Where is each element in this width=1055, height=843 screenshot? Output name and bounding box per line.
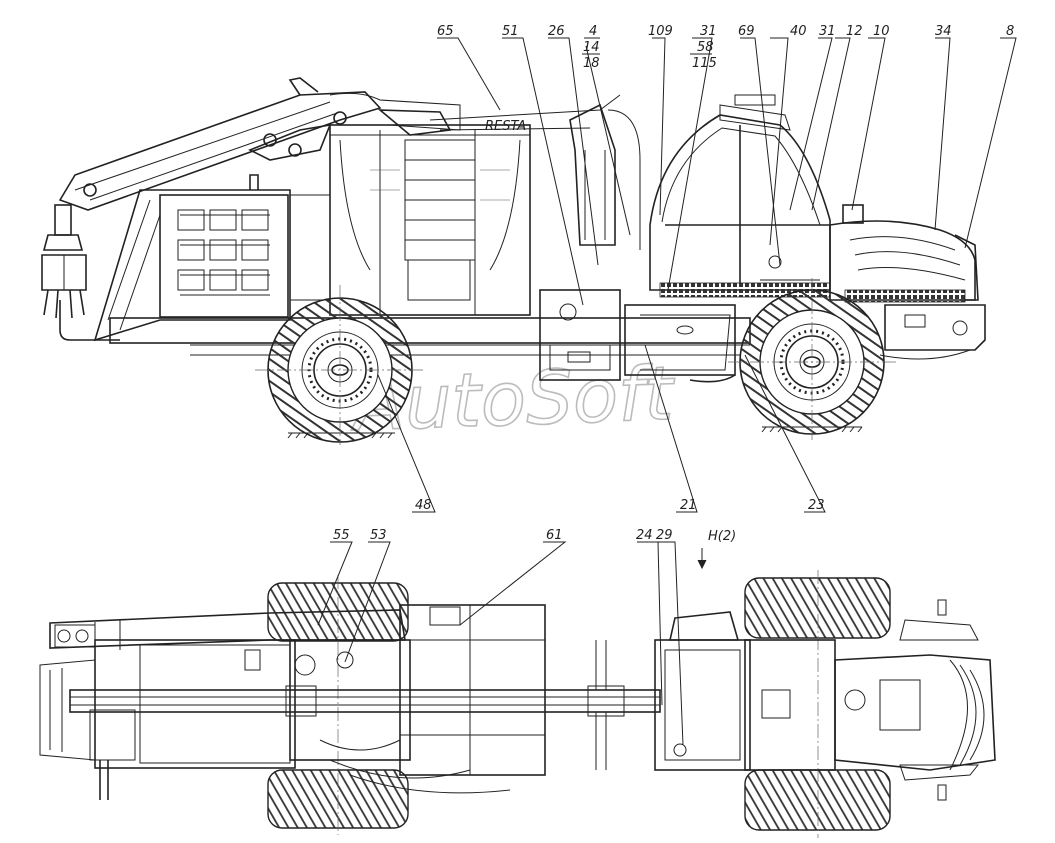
front-wheel-side — [728, 278, 898, 440]
top-wheels — [267, 570, 891, 838]
callout-14: 14 — [583, 40, 600, 55]
brand-label: RESTA — [485, 119, 526, 134]
callout-53: 53 — [370, 528, 387, 543]
callout-69: 69 — [738, 24, 755, 39]
top-view — [39, 570, 996, 838]
top-front-body — [654, 599, 996, 801]
callout-115: 115 — [692, 56, 717, 71]
callout-48: 48 — [415, 498, 432, 513]
callout-12: 12 — [846, 24, 863, 39]
callout-31-left: 31 — [700, 24, 717, 39]
callout-34: 34 — [935, 24, 952, 39]
callout-65: 65 — [437, 24, 454, 39]
central-body — [329, 124, 531, 316]
callout-underlines — [582, 37, 712, 55]
side-view: RESTA — [41, 77, 986, 445]
top-drive-shaft — [69, 640, 661, 770]
side-view-callouts: 65 51 26 4 14 18 109 31 58 115 69 40 31 … — [415, 24, 1014, 513]
rear-pipe — [59, 300, 120, 341]
grapple-head — [41, 204, 87, 319]
callout-23: 23 — [808, 498, 825, 513]
callout-29: 29 — [656, 528, 673, 543]
callout-55: 55 — [333, 528, 350, 543]
top-view-callouts: 55 53 61 24 29 Н(2) — [333, 528, 736, 544]
callout-10: 10 — [873, 24, 890, 39]
callout-21: 21 — [680, 498, 697, 513]
rear-wheel-side — [255, 285, 425, 445]
callout-24: 24 — [636, 528, 653, 543]
callout-26: 26 — [548, 24, 565, 39]
callout-61: 61 — [546, 528, 563, 543]
callout-31-right: 31 — [819, 24, 836, 39]
rear-engine-box — [93, 174, 331, 342]
crane-arm: RESTA — [58, 77, 641, 250]
callout-51: 51 — [502, 24, 519, 39]
top-rear-section — [39, 639, 296, 800]
callout-58: 58 — [697, 40, 714, 55]
view-marker: Н(2) — [708, 529, 736, 544]
top-central-body — [289, 604, 546, 794]
callout-109: 109 — [648, 24, 673, 39]
callout-40: 40 — [790, 24, 807, 39]
front-hood — [829, 204, 986, 360]
callout-4: 4 — [589, 24, 597, 39]
cabin — [649, 94, 831, 298]
callout-8: 8 — [1006, 24, 1014, 39]
callout-18: 18 — [583, 56, 600, 71]
